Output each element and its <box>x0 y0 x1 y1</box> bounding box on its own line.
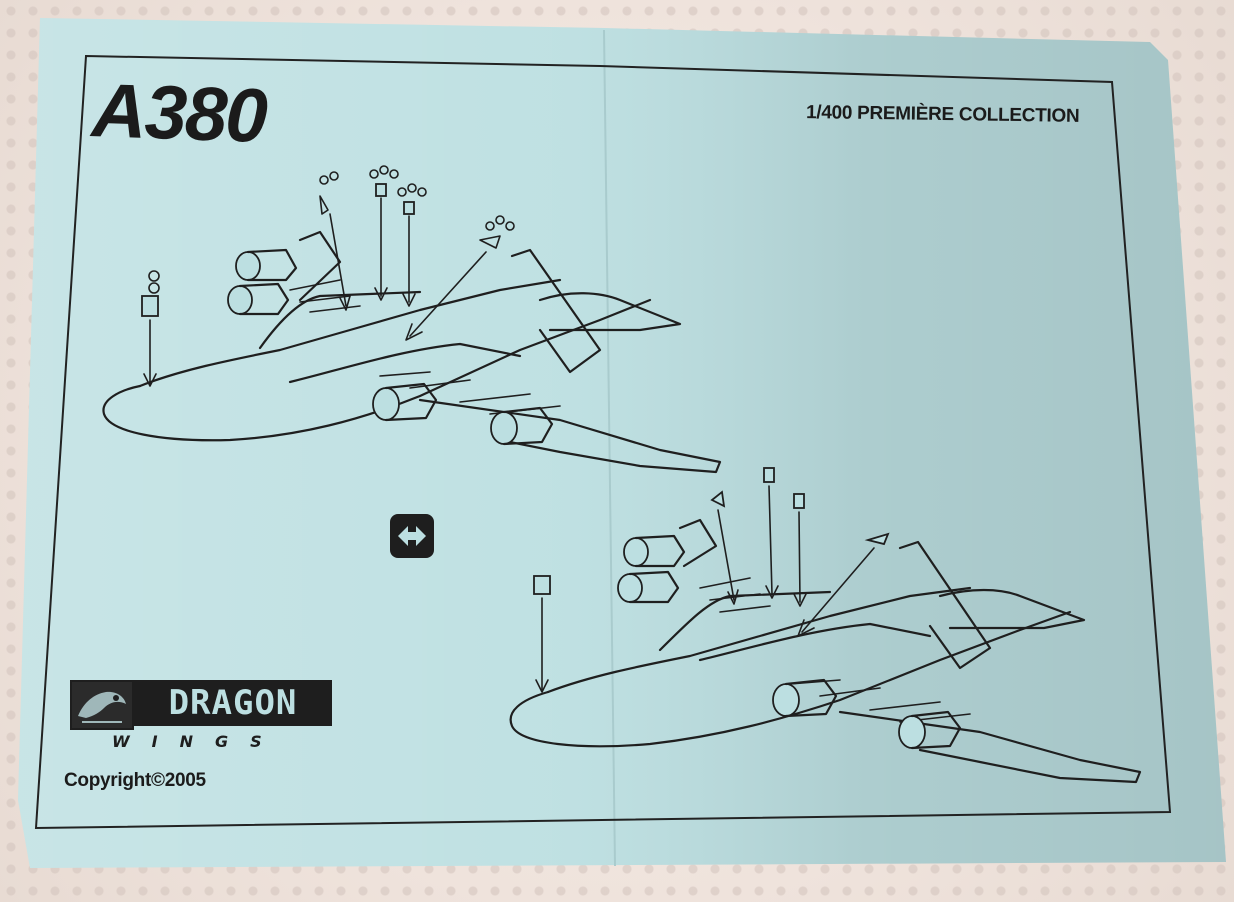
brand-logo-word: DRAGON <box>134 680 332 726</box>
collection-label: 1/400 PREMIÈRE COLLECTION <box>805 102 1080 127</box>
part-arrow-block-2 <box>763 467 779 599</box>
engine-bottom-front-1 <box>772 678 838 718</box>
flip-over-icon <box>390 514 434 558</box>
part-arrow-antenna-1 <box>319 171 351 311</box>
engine-top-front-2 <box>490 406 554 446</box>
paper-shading <box>18 18 1226 868</box>
part-arrow-antenna-3 <box>397 183 427 307</box>
copyright-notice: Copyright©2005 <box>64 770 206 791</box>
part-arrow-antenna-4 <box>405 215 515 341</box>
engine-top-left-2 <box>227 282 290 316</box>
engine-bottom-left-1 <box>623 534 686 568</box>
part-arrow-antenna-2 <box>369 165 399 301</box>
part-arrow-block-1 <box>710 490 739 605</box>
part-arrow-nose-block <box>533 575 551 693</box>
part-arrow-block-3 <box>793 493 807 607</box>
dragon-emblem-icon <box>70 680 134 730</box>
model-title: A380 <box>90 67 268 160</box>
border-frame <box>34 54 1172 830</box>
engine-top-front-1 <box>372 382 438 422</box>
engine-bottom-left-2 <box>617 570 680 604</box>
part-arrow-nose-antenna <box>141 270 160 387</box>
brand-logo-subline: WINGS <box>112 732 284 751</box>
aircraft-diagram-bottom <box>509 467 1142 784</box>
engine-top-left-1 <box>235 248 298 282</box>
engine-bottom-front-2 <box>898 710 962 750</box>
paper-fold-line <box>603 29 616 867</box>
aircraft-diagram-top <box>102 165 722 474</box>
part-arrow-block-4 <box>797 532 890 637</box>
